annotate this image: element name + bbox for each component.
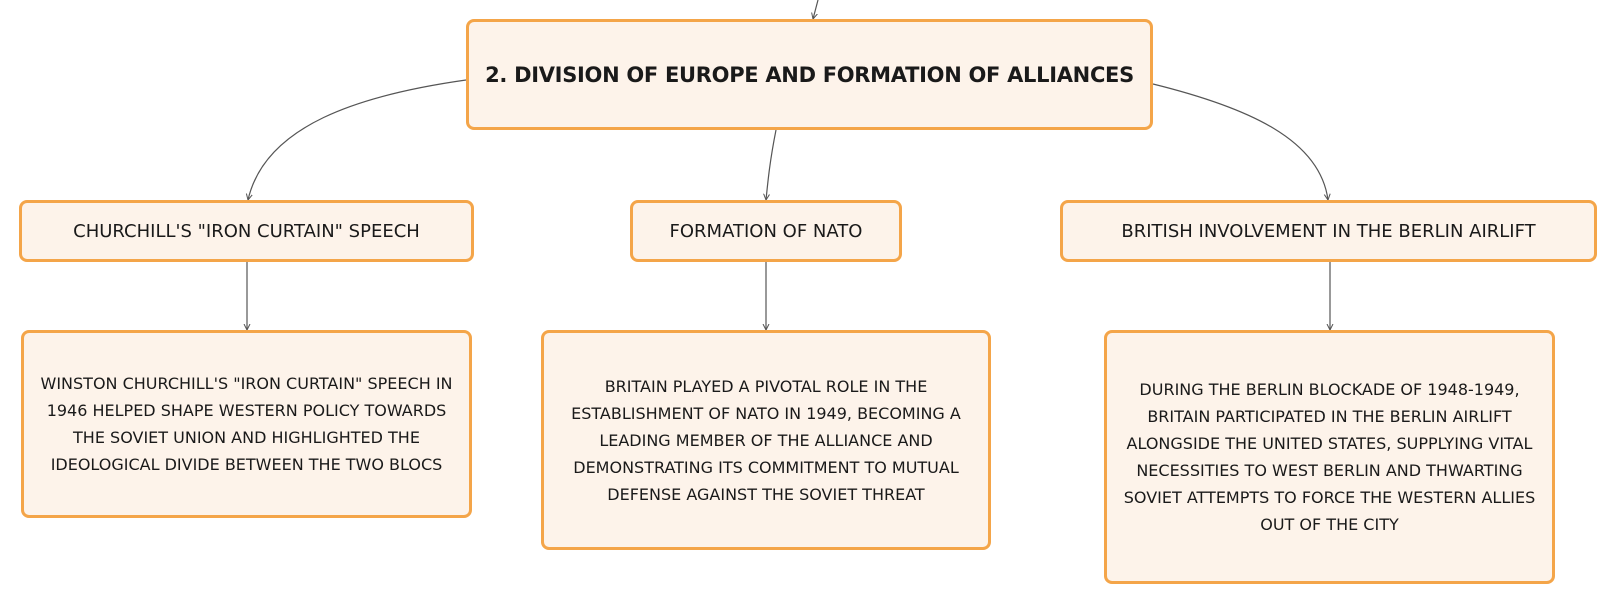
- detail-text: BRITAIN PLAYED A PIVOTAL ROLE IN THE EST…: [571, 376, 961, 504]
- root-topic-title: 2. DIVISION OF EUROPE AND FORMATION OF A…: [485, 62, 1134, 87]
- connector-root-to-branch-2: [766, 129, 777, 200]
- branch-label: FORMATION OF NATO: [669, 220, 863, 242]
- connector-root-to-branch-1: [248, 79, 467, 200]
- detail-text: WINSTON CHURCHILL'S "IRON CURTAIN" SPEEC…: [40, 374, 453, 474]
- branch-label: CHURCHILL'S "IRON CURTAIN" SPEECH: [73, 220, 420, 242]
- branch-iron-curtain-speech[interactable]: CHURCHILL'S "IRON CURTAIN" SPEECH: [19, 200, 474, 262]
- detail-iron-curtain-speech[interactable]: WINSTON CHURCHILL'S "IRON CURTAIN" SPEEC…: [21, 330, 472, 518]
- root-topic[interactable]: 2. DIVISION OF EUROPE AND FORMATION OF A…: [466, 19, 1153, 130]
- branch-label: BRITISH INVOLVEMENT IN THE BERLIN AIRLIF…: [1121, 220, 1536, 242]
- branch-berlin-airlift[interactable]: BRITISH INVOLVEMENT IN THE BERLIN AIRLIF…: [1060, 200, 1597, 262]
- branch-formation-of-nato[interactable]: FORMATION OF NATO: [630, 200, 902, 262]
- detail-formation-of-nato[interactable]: BRITAIN PLAYED A PIVOTAL ROLE IN THE EST…: [541, 330, 991, 550]
- connector-incoming: [813, 0, 819, 19]
- connector-root-to-branch-3: [1152, 83, 1328, 200]
- detail-text: DURING THE BERLIN BLOCKADE OF 1948-1949,…: [1123, 380, 1536, 534]
- detail-berlin-airlift[interactable]: DURING THE BERLIN BLOCKADE OF 1948-1949,…: [1104, 330, 1555, 584]
